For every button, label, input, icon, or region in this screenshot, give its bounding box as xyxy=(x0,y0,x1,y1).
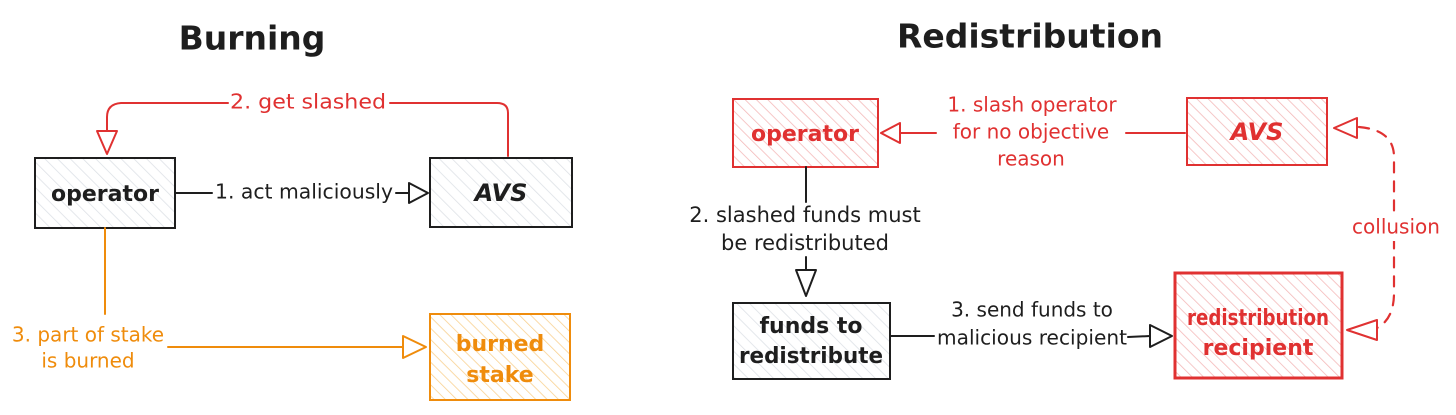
collusion-label: collusion xyxy=(1352,215,1440,239)
funds-box-label-line1: funds to xyxy=(759,314,862,339)
operator-box-red: operator xyxy=(732,98,879,168)
stake-burned-label-line1: 3. part of stake xyxy=(12,323,164,347)
arrowhead-down-icon xyxy=(795,269,817,297)
burning-title: Burning xyxy=(179,19,326,58)
redistribution-diagram: Redistribution operator 1. slash operato… xyxy=(689,17,1443,380)
send-funds-label-line1: 3. send funds to xyxy=(951,298,1113,322)
avs-box: AVS xyxy=(429,157,573,228)
funds-box: funds to redistribute xyxy=(732,302,891,380)
slashed-funds-label-line1: 2. slashed funds must xyxy=(689,203,920,227)
burned-stake-box: burned stake xyxy=(429,313,571,401)
avs-box-label: AVS xyxy=(1229,118,1284,146)
stake-burned-label-line2: is burned xyxy=(41,349,134,373)
recipient-box-label-line1: redistribution xyxy=(1187,306,1329,331)
arrowhead-right-icon xyxy=(1149,324,1173,348)
get-slashed-arrow: 2. get slashed xyxy=(96,90,509,157)
slash-operator-label-line1: 1. slash operator xyxy=(947,93,1117,117)
arrowhead-left-icon xyxy=(1346,319,1378,341)
avs-box-red: AVS xyxy=(1186,97,1328,166)
slashed-funds-arrow: 2. slashed funds must be redistributed xyxy=(689,166,921,297)
send-funds-label-line2: malicious recipient xyxy=(937,326,1127,350)
act-maliciously-label: 1. act maliciously xyxy=(215,180,393,204)
arrowhead-down-icon xyxy=(96,130,118,155)
arrowhead-left-icon xyxy=(880,122,901,144)
recipient-box-label-line2: recipient xyxy=(1203,336,1314,361)
stake-burned-arrow: 3. part of stake is burned xyxy=(12,227,427,373)
operator-box: operator xyxy=(34,157,176,229)
operator-box-label: operator xyxy=(51,182,159,207)
burning-diagram: Burning 2. get slashed operator 1. act m… xyxy=(12,19,573,401)
slashed-funds-label-line2: be redistributed xyxy=(721,231,889,255)
get-slashed-label: 2. get slashed xyxy=(230,90,386,114)
send-funds-arrow: 3. send funds to malicious recipient xyxy=(889,298,1173,350)
arrowhead-right-icon xyxy=(408,182,429,204)
redistribution-title: Redistribution xyxy=(897,17,1163,56)
collusion-label-bg xyxy=(1351,215,1443,241)
arrowhead-left-icon xyxy=(1333,117,1358,139)
slash-operator-label-line3: reason xyxy=(997,147,1065,171)
operator-box-label: operator xyxy=(751,122,859,147)
burned-stake-label-line1: burned xyxy=(456,332,545,357)
slash-operator-arrow: 1. slash operator for no objective reaso… xyxy=(880,93,1186,171)
recipient-box: redistribution recipient xyxy=(1173,271,1344,380)
collusion-arrow: collusion xyxy=(1333,117,1443,341)
act-maliciously-arrow: 1. act maliciously xyxy=(174,180,429,204)
avs-box-label: AVS xyxy=(473,179,528,207)
burned-stake-label-line2: stake xyxy=(466,363,533,388)
funds-box-label-line2: redistribute xyxy=(739,344,883,369)
slash-operator-label-line2: for no objective xyxy=(953,120,1109,144)
arrowhead-right-icon xyxy=(402,335,427,359)
